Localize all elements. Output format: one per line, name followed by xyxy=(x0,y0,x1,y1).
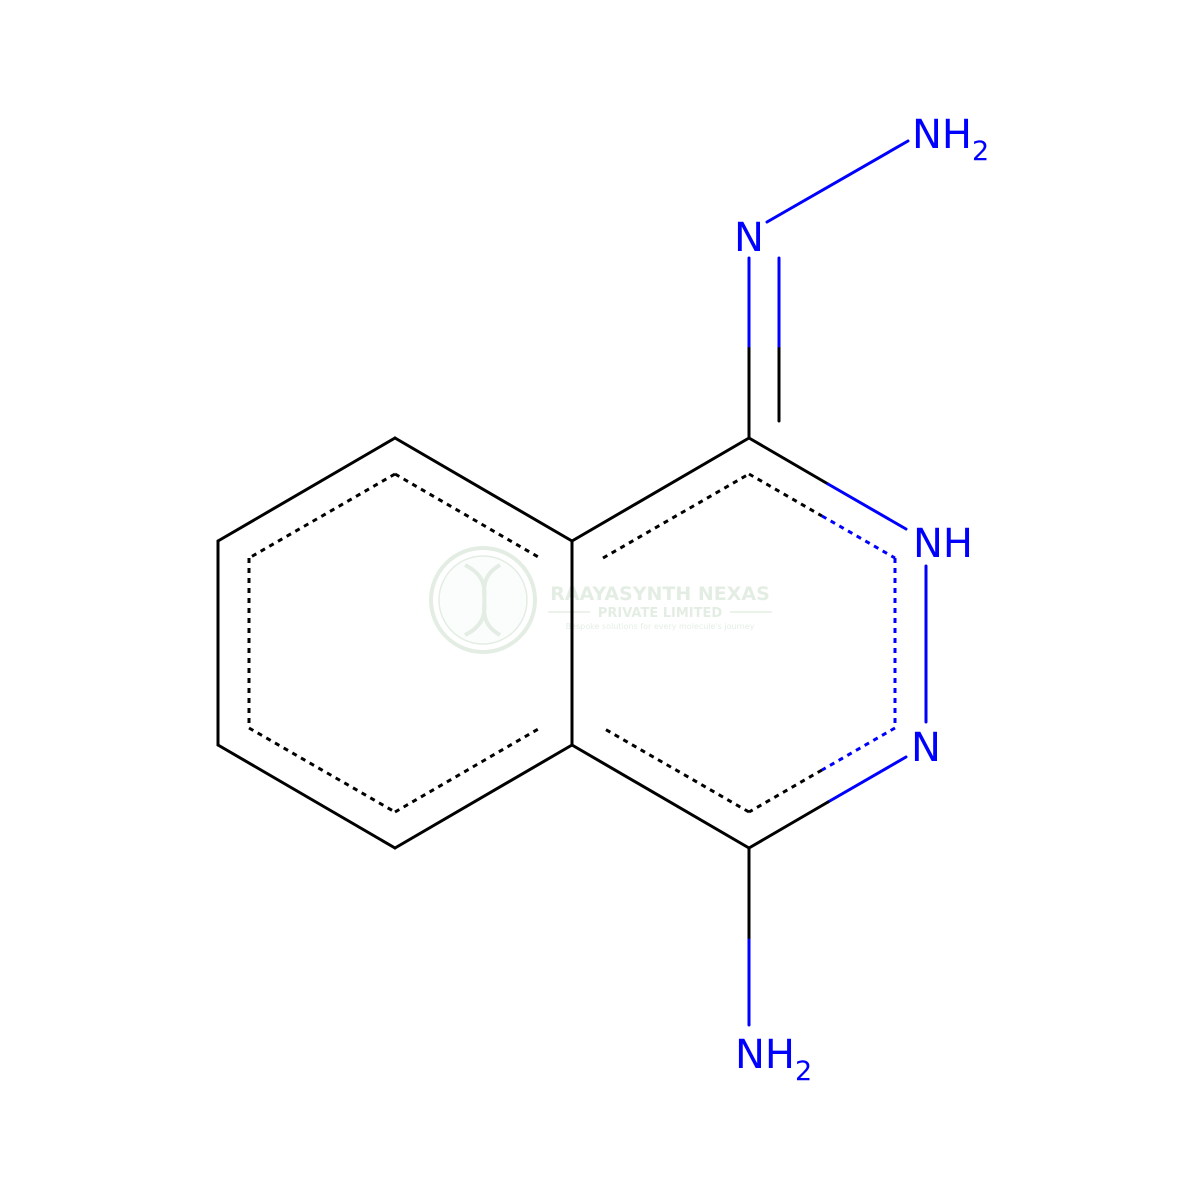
bond-c4-c8a xyxy=(570,743,751,850)
watermark-subtitle: PRIVATE LIMITED xyxy=(598,606,723,621)
bond-c7-c8 xyxy=(216,743,397,850)
aromatic-bond-9b xyxy=(748,768,823,814)
aromatic-bond-4 xyxy=(248,726,396,814)
bond-n-nh2 xyxy=(765,139,910,224)
aromatic-bond-7b xyxy=(821,514,896,560)
atom-hydrazine-nh2: NH2 xyxy=(912,112,989,167)
heterocycle-ring xyxy=(570,436,928,850)
aromatic-bond-9a xyxy=(821,726,896,772)
benzene-aromatic-bonds xyxy=(247,472,541,814)
watermark-logo-circle xyxy=(429,546,537,654)
aromatic-bond-1 xyxy=(394,472,541,560)
dna-helix-icon xyxy=(464,563,502,637)
bond-c8-c8a xyxy=(393,743,574,850)
bond-n3-c4-black xyxy=(747,800,830,850)
aromatic-bond-5 xyxy=(394,726,541,814)
aromatic-bond-2 xyxy=(248,472,396,560)
atom-labels: NH2 N NH N NH2 xyxy=(734,112,989,1087)
aromatic-bond-7a xyxy=(748,472,823,518)
benzene-ring xyxy=(216,436,574,850)
bond-c5-c6 xyxy=(216,436,397,543)
bond-c4a-c1 xyxy=(570,436,751,543)
bond-c1-n2-blue xyxy=(826,482,908,531)
bond-n3-c4-blue xyxy=(826,755,908,804)
hydrazone-group xyxy=(747,139,910,440)
watermark-logo-inner xyxy=(438,555,528,645)
heterocycle-aromatic-bonds xyxy=(602,472,897,814)
watermark-company: RAAYASYNTH NEXAS xyxy=(550,583,770,605)
watermark: RAAYASYNTH NEXAS PRIVATE LIMITED Bespoke… xyxy=(429,546,772,654)
atom-ring-n: N xyxy=(911,725,941,771)
atom-ring-nh: NH xyxy=(913,521,973,567)
watermark-tagline: Bespoke solutions for every molecule's j… xyxy=(566,622,755,631)
bond-c4a-c5 xyxy=(393,436,574,543)
atom-imine-n: N xyxy=(734,215,764,261)
aromatic-bond-6 xyxy=(602,472,750,560)
atom-amine-nh2: NH2 xyxy=(735,1032,812,1087)
bond-c1-n2-black xyxy=(747,436,830,486)
aromatic-bond-10 xyxy=(602,726,750,814)
